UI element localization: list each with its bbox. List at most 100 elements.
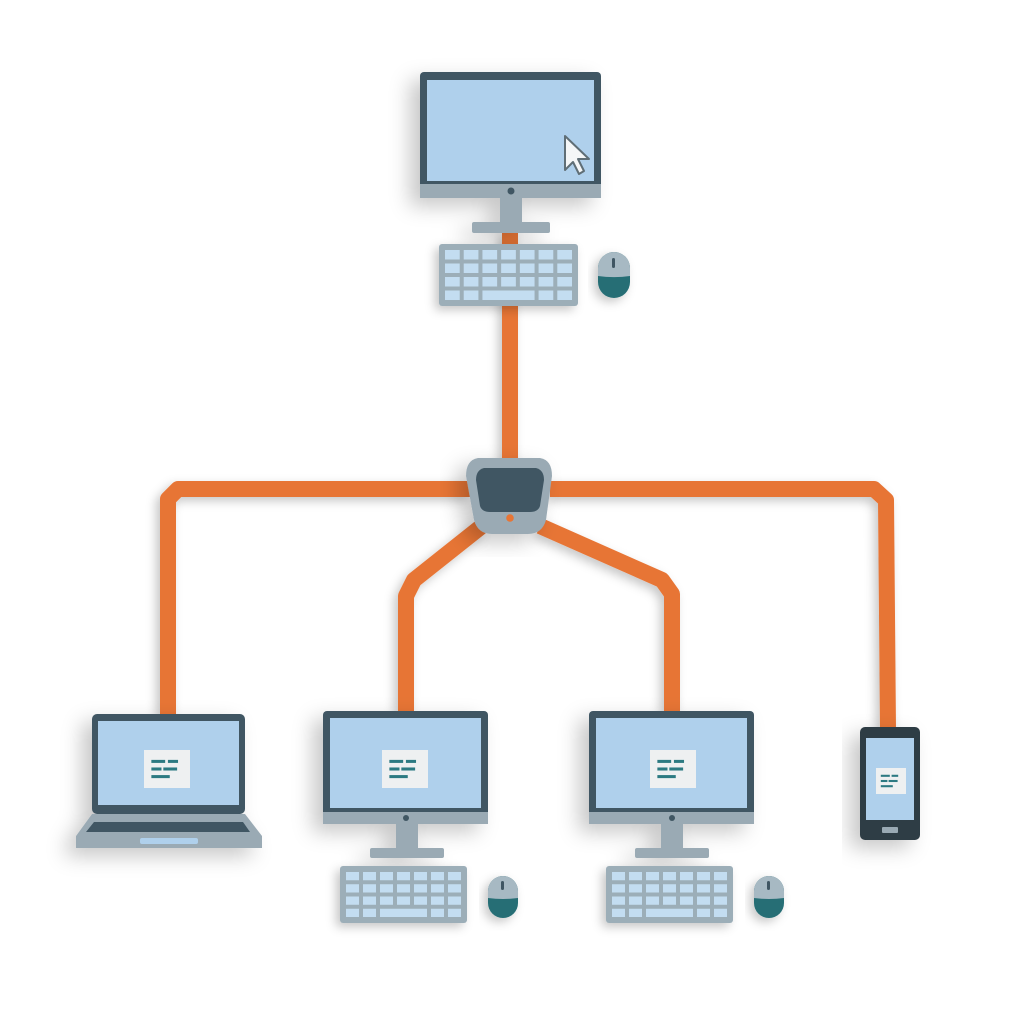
- keyboard-key: [557, 263, 572, 273]
- keyboard-key: [431, 884, 444, 893]
- keyboard-key: [612, 896, 625, 905]
- keyboard-key: [714, 872, 727, 881]
- keyboard-key: [714, 884, 727, 893]
- keyboard-key: [346, 908, 359, 917]
- keyboard-spacebar: [380, 908, 427, 917]
- keyboard-key: [445, 263, 460, 273]
- window-text-line: [167, 759, 179, 763]
- keyboard-key: [697, 872, 710, 881]
- keyboard-key: [363, 884, 376, 893]
- keyboard-key: [445, 250, 460, 260]
- control-monitor: [420, 72, 601, 233]
- keyboard-key: [463, 250, 479, 260]
- window-text-line: [151, 767, 162, 771]
- keyboard-key: [380, 896, 393, 905]
- keyboard-key: [612, 872, 625, 881]
- keyboard-key: [363, 896, 376, 905]
- window-text-line: [405, 759, 417, 763]
- app-window-icon: [382, 750, 428, 788]
- app-window-icon: [876, 768, 906, 794]
- keyboard-key: [482, 250, 498, 260]
- keyboard-key: [538, 277, 554, 287]
- desktop-2-keyboard: [606, 866, 733, 923]
- desktop-1-keyboard: [340, 866, 467, 923]
- window-text-line: [891, 774, 899, 777]
- keyboard-key: [380, 884, 393, 893]
- kvm-switch: [466, 458, 552, 534]
- desktop-2: [589, 711, 784, 923]
- keyboard-key: [557, 250, 572, 260]
- keyboard-key: [519, 277, 535, 287]
- window-text-line: [880, 779, 888, 783]
- keyboard-key: [538, 263, 554, 273]
- keyboard-key: [463, 277, 479, 287]
- keyboard-key: [629, 908, 642, 917]
- window-text-line: [657, 775, 676, 779]
- keyboard-key: [397, 872, 410, 881]
- cable-switch-to-laptop: [160, 481, 470, 716]
- control-station: [420, 72, 630, 306]
- desktop-1: [323, 711, 518, 923]
- keyboard-key: [519, 250, 535, 260]
- cable-group: [160, 232, 896, 731]
- desktop-1-mouse: [488, 876, 518, 918]
- keyboard-key: [629, 884, 642, 893]
- desktop-2-monitor: [589, 711, 754, 858]
- window-text-line: [880, 785, 893, 788]
- keyboard-key: [714, 896, 727, 905]
- keyboard-key: [680, 896, 693, 905]
- keyboard-key: [346, 884, 359, 893]
- smartphone: [860, 727, 920, 840]
- switch-led-left: [492, 514, 500, 522]
- keyboard-key: [397, 896, 410, 905]
- keyboard-key: [663, 884, 676, 893]
- control-mouse: [598, 252, 630, 298]
- keyboard-key: [482, 277, 498, 287]
- keyboard-key: [646, 896, 659, 905]
- window-text-line: [151, 775, 170, 779]
- keyboard-key: [663, 872, 676, 881]
- window-text-line: [880, 774, 890, 777]
- keyboard-key: [363, 908, 376, 917]
- keyboard-key: [463, 263, 479, 273]
- keyboard-key: [557, 290, 572, 300]
- window-text-line: [163, 767, 178, 771]
- keyboard-key: [448, 908, 461, 917]
- keyboard-key: [380, 872, 393, 881]
- keyboard-key: [646, 884, 659, 893]
- keyboard-key: [629, 872, 642, 881]
- keyboard-spacebar: [646, 908, 693, 917]
- keyboard-key: [431, 908, 444, 917]
- keyboard-key: [414, 884, 427, 893]
- window-text-line: [673, 759, 685, 763]
- switch-led-active: [506, 514, 514, 522]
- window-text-line: [657, 759, 672, 763]
- keyboard-key: [612, 884, 625, 893]
- keyboard-key: [448, 896, 461, 905]
- keyboard-key: [482, 263, 498, 273]
- mouse-pointer-icon: [564, 135, 590, 175]
- keyboard-key: [501, 263, 516, 273]
- keyboard-key: [397, 884, 410, 893]
- keyboard-key: [697, 884, 710, 893]
- keyboard-key: [431, 896, 444, 905]
- keyboard-spacebar: [482, 290, 535, 300]
- cable-switch-to-smartphone: [550, 481, 896, 731]
- window-text-line: [151, 759, 166, 763]
- keyboard-key: [501, 277, 516, 287]
- window-text-line: [389, 775, 408, 779]
- keyboard-key: [463, 290, 479, 300]
- window-text-line: [389, 759, 404, 763]
- keyboard-key: [697, 908, 710, 917]
- keyboard-key: [431, 872, 444, 881]
- keyboard-key: [629, 896, 642, 905]
- keyboard-key: [445, 277, 460, 287]
- window-text-line: [401, 767, 416, 771]
- keyboard-key: [538, 290, 554, 300]
- keyboard-key: [414, 896, 427, 905]
- keyboard-key: [714, 908, 727, 917]
- keyboard-key: [519, 263, 535, 273]
- keyboard-key: [557, 277, 572, 287]
- cable-switch-to-desktop-2: [536, 518, 680, 712]
